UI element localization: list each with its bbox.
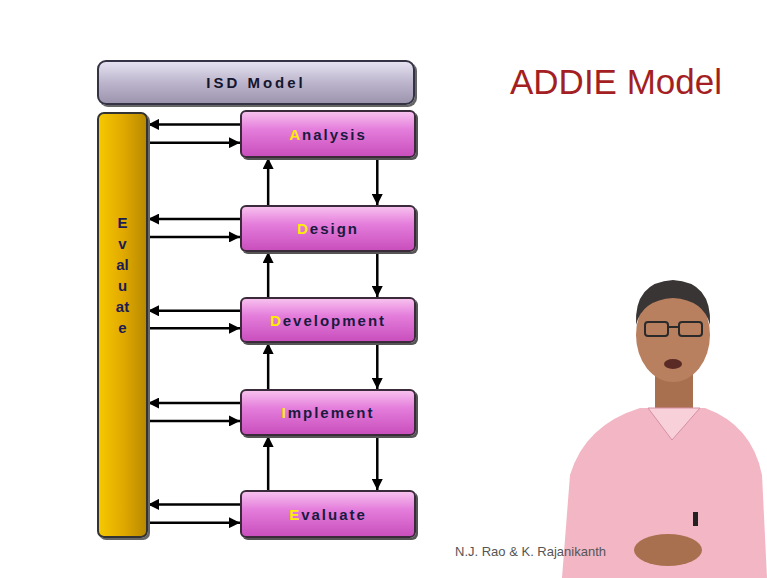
flow-arrow: [148, 420, 240, 423]
flow-arrow: [376, 436, 379, 490]
node-label: ISD Model: [206, 74, 306, 91]
mouth: [664, 359, 682, 369]
node-label: Implement: [281, 404, 374, 421]
process-box: Evaluate: [240, 490, 416, 538]
flow-arrow: [267, 158, 270, 205]
glasses: [679, 322, 702, 336]
flow-arrow: [376, 158, 379, 205]
flow-arrow: [376, 252, 379, 297]
microphone: [693, 512, 698, 526]
flow-arrow: [267, 252, 270, 297]
node-label: Evaluate: [115, 212, 130, 338]
collar: [648, 408, 700, 440]
flow-arrow: [148, 327, 240, 330]
hair: [636, 280, 710, 325]
author-credit: N.J. Rao & K. Rajanikanth: [455, 544, 606, 559]
slide-title: ADDIE Model: [510, 62, 722, 102]
flow-arrow: [148, 123, 240, 126]
model-header: ISD Model: [97, 60, 415, 105]
node-label: Evaluate: [289, 506, 367, 523]
process-box: Implement: [240, 389, 416, 436]
flow-arrow: [148, 402, 240, 405]
flow-arrow: [267, 343, 270, 389]
node-label: Analysis: [289, 126, 367, 143]
flow-arrow: [148, 141, 240, 144]
flow-arrow: [148, 218, 240, 221]
flow-arrow: [267, 436, 270, 490]
hands: [634, 534, 702, 566]
process-box: Development: [240, 297, 416, 343]
node-label: Design: [297, 220, 359, 237]
node-label: Development: [270, 312, 386, 329]
process-box: Design: [240, 205, 416, 252]
flow-arrow: [148, 521, 240, 524]
evaluate-bar: Evaluate: [97, 112, 148, 538]
flow-arrow: [148, 236, 240, 239]
process-box: Analysis: [240, 110, 416, 158]
flow-arrow: [148, 310, 240, 313]
flow-arrow: [148, 503, 240, 506]
glasses: [645, 322, 668, 336]
flow-arrow: [376, 343, 379, 389]
glasses-bridge: [668, 326, 679, 328]
